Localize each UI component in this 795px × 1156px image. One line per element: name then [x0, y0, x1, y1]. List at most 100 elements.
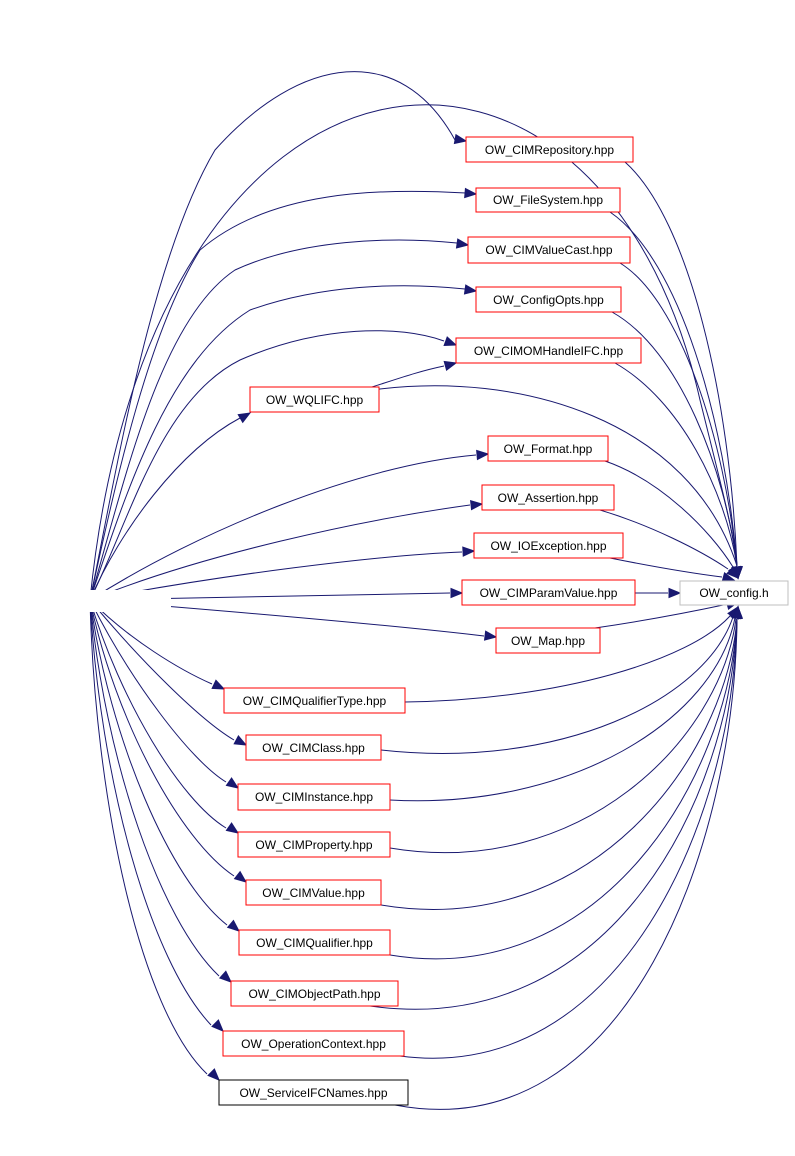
node-box	[475, 286, 622, 313]
edge-operationcontext-to-leaf	[399, 605, 743, 1059]
leaf-node-box	[679, 580, 789, 606]
node-box	[455, 337, 642, 364]
node-label: OW_CIMQualifierType.hpp	[243, 694, 387, 708]
node-cimvalue[interactable]: OW_CIMValue.hpp	[245, 879, 382, 906]
node-cimproperty[interactable]: OW_CIMProperty.hpp	[237, 831, 391, 858]
edge-arrowhead	[207, 1068, 220, 1081]
edge-arrowhead	[483, 630, 498, 641]
edge-wqlifc-to-cimomhandleifc	[371, 360, 458, 388]
node-format[interactable]: OW_Format.hpp	[487, 435, 609, 462]
node-label: OW_Format.hpp	[504, 442, 593, 456]
node-ciminstance[interactable]: OW_CIMInstance.hpp	[237, 783, 391, 811]
edge-line	[611, 311, 738, 567]
node-label: OW_OperationContext.hpp	[241, 1037, 386, 1051]
node-cimrepository-cpp[interactable]: OW_CIMRepository.cpp	[9, 590, 171, 612]
edge-arrowhead	[225, 822, 240, 834]
node-label: OW_CIMParamValue.hpp	[480, 586, 618, 600]
node-label: OW_ConfigOpts.hpp	[493, 293, 604, 307]
edge-cimparamvalue-to-leaf	[635, 587, 682, 599]
node-box	[481, 484, 615, 511]
edge-arrowhead	[211, 1019, 224, 1032]
edge-root-to-cimclass	[89, 599, 248, 746]
edge-arrowhead	[463, 284, 478, 295]
node-cimparamvalue[interactable]: OW_CIMParamValue.hpp	[461, 579, 636, 606]
edge-cimqualifiertype-to-leaf	[404, 605, 739, 703]
edge-arrowhead	[443, 336, 458, 346]
node-box	[237, 831, 391, 858]
edge-line	[89, 599, 228, 926]
edge-line	[89, 599, 213, 685]
node-cimclass[interactable]: OW_CIMClass.hpp	[245, 734, 382, 761]
edge-arrowhead	[211, 679, 226, 690]
edge-arrowhead	[233, 734, 248, 746]
edge-root-to-cimobjectpath	[89, 599, 232, 983]
edge-cimobjectpath-to-leaf	[369, 605, 743, 1010]
node-label: OW_CIMProperty.hpp	[255, 838, 372, 852]
edge-line	[380, 618, 738, 910]
edge-line	[89, 599, 220, 977]
edge-root-to-assertion	[89, 499, 484, 601]
edge-arrowhead	[470, 499, 484, 511]
edge-line	[609, 557, 723, 578]
edge-root-to-cimqualifiertype	[89, 599, 226, 690]
node-cimobjectpath[interactable]: OW_CIMObjectPath.hpp	[230, 980, 399, 1007]
node-cimqualifiertype[interactable]: OW_CIMQualifierType.hpp	[223, 687, 406, 714]
edge-arrowhead	[476, 449, 490, 461]
edge-layer	[89, 71, 744, 1110]
node-box	[473, 532, 624, 559]
edge-root-to-cimomhandleifc	[89, 330, 458, 601]
node-cimqualifier[interactable]: OW_CIMQualifier.hpp	[238, 929, 391, 956]
edge-cimvaluecast-to-leaf	[619, 262, 743, 580]
node-cimvaluecast[interactable]: OW_CIMValueCast.hpp	[467, 236, 631, 264]
node-box	[245, 734, 382, 761]
edge-line	[89, 285, 466, 601]
node-box	[245, 879, 382, 906]
edge-line	[389, 618, 738, 960]
edge-root-to-ciminstance	[89, 599, 240, 789]
edge-arrowhead	[462, 546, 476, 557]
edge-line	[89, 239, 458, 601]
node-box	[249, 386, 380, 413]
node-cimomhandleifc[interactable]: OW_CIMOMHandleIFC.hpp	[455, 337, 642, 364]
edge-line	[404, 615, 731, 703]
node-layer: OW_CIMRepository.cpp OW_config.h OW_CIMR…	[9, 136, 789, 1106]
edge-line	[369, 618, 738, 1010]
node-label: OW_ServiceIFCNames.hpp	[239, 1086, 387, 1100]
node-box	[467, 236, 631, 264]
node-ioexception[interactable]: OW_IOException.hpp	[473, 532, 624, 559]
node-label: OW_CIMValue.hpp	[262, 886, 365, 900]
node-serviceifcnames[interactable]: OW_ServiceIFCNames.hpp	[218, 1079, 409, 1106]
edge-root-to-cimrepository_hpp	[89, 71, 468, 601]
node-filesystem[interactable]: OW_FileSystem.hpp	[475, 187, 621, 213]
edge-line	[89, 599, 208, 1075]
node-box	[475, 187, 621, 213]
edge-root-to-cimvalue	[89, 599, 248, 883]
node-box	[487, 435, 609, 462]
node-assertion[interactable]: OW_Assertion.hpp	[481, 484, 615, 511]
node-label: OW_Map.hpp	[511, 634, 585, 648]
node-operationcontext[interactable]: OW_OperationContext.hpp	[222, 1030, 405, 1057]
edge-line	[89, 599, 227, 829]
edge-line	[614, 362, 738, 567]
edge-arrowhead	[464, 187, 478, 199]
edge-line	[89, 190, 467, 601]
node-label: OW_CIMInstance.hpp	[255, 790, 373, 804]
node-configopts[interactable]: OW_ConfigOpts.hpp	[475, 286, 622, 313]
node-config-h[interactable]: OW_config.h	[679, 580, 789, 606]
edge-arrowhead	[226, 919, 241, 932]
node-cimrepository-hpp[interactable]: OW_CIMRepository.hpp	[465, 136, 634, 163]
edge-arrowhead	[237, 412, 252, 424]
edge-line	[609, 211, 738, 567]
node-label: OW_Assertion.hpp	[498, 491, 599, 505]
edge-line	[89, 504, 471, 601]
edge-filesystem-to-leaf	[609, 211, 743, 580]
node-label: OW_CIMOMHandleIFC.hpp	[474, 344, 624, 358]
edge-line	[380, 616, 734, 754]
node-label: OW_FileSystem.hpp	[493, 193, 603, 207]
node-label: OW_CIMClass.hpp	[262, 741, 365, 755]
edge-line	[89, 330, 445, 601]
node-map[interactable]: OW_Map.hpp	[495, 627, 601, 654]
node-label: OW_CIMQualifier.hpp	[256, 936, 373, 950]
edge-line	[89, 71, 456, 601]
node-wqlifc[interactable]: OW_WQLIFC.hpp	[249, 386, 380, 413]
